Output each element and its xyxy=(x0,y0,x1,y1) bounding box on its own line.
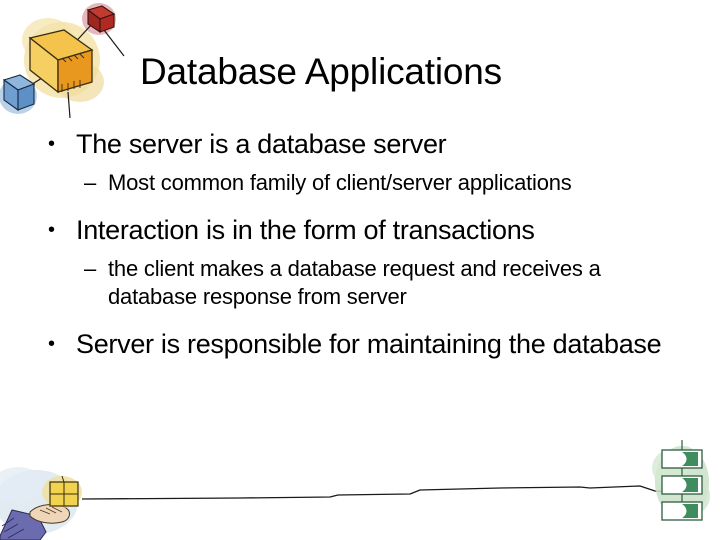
bullet-marker: • xyxy=(48,219,55,241)
server-rack-icon xyxy=(640,438,720,528)
bullet-marker: • xyxy=(48,133,55,155)
bullet-text: Server is responsible for maintaining th… xyxy=(76,329,662,359)
bullet-text: Interaction is in the form of transactio… xyxy=(76,215,535,245)
bullet-list: • The server is a database server – Most… xyxy=(40,128,690,363)
bullet-marker: • xyxy=(48,333,55,355)
bullet-item-1: • The server is a database server xyxy=(40,128,690,161)
slide-title: Database Applications xyxy=(140,51,502,92)
sub-bullet-text: the client makes a database request and … xyxy=(108,256,601,309)
hand-holding-box-icon xyxy=(0,440,130,540)
sub-bullet-text: Most common family of client/server appl… xyxy=(108,170,572,195)
bullet-item-5: • Server is responsible for maintaining … xyxy=(40,328,690,361)
bullet-item-3: • Interaction is in the form of transact… xyxy=(40,214,690,247)
network-cluster-icon xyxy=(0,0,150,135)
bullet-text: The server is a database server xyxy=(76,129,447,159)
sub-bullet-marker: – xyxy=(84,170,97,195)
sub-bullet-marker: – xyxy=(84,256,97,281)
connector-line-icon xyxy=(80,470,680,515)
bullet-item-2: – Most common family of client/server ap… xyxy=(40,169,690,197)
bullet-item-4: – the client makes a database request an… xyxy=(40,255,690,311)
